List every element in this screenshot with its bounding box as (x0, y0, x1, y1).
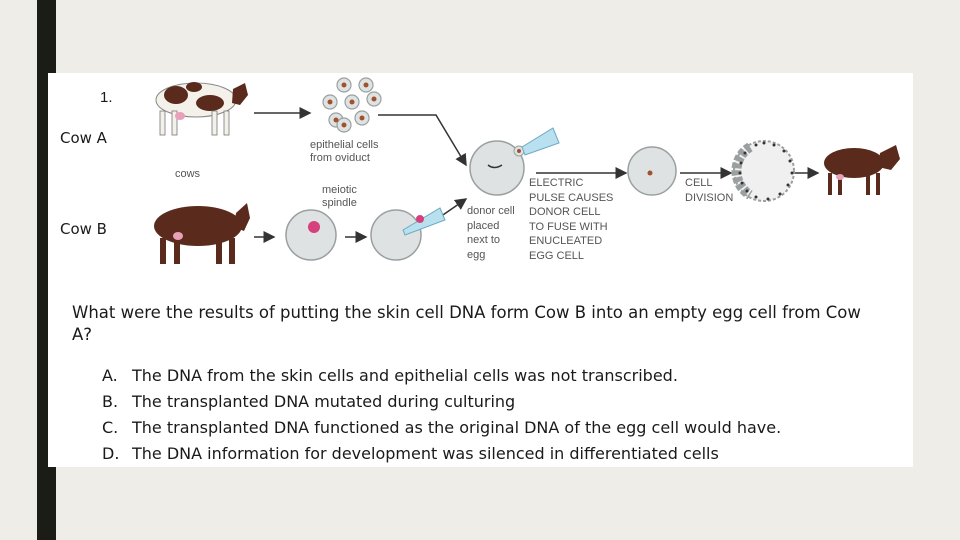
blastocyst-icon (731, 140, 795, 202)
answer-text: The transplanted DNA mutated during cult… (132, 392, 516, 411)
answer-text: The transplanted DNA functioned as the o… (132, 418, 782, 437)
answer-c[interactable]: C. The transplanted DNA functioned as th… (102, 417, 862, 443)
question-number: 1. (100, 89, 113, 106)
egg-cell-with-spindle-icon (285, 209, 337, 261)
epithelial-cells-icon (322, 77, 382, 133)
cows-label: cows (175, 168, 201, 180)
answer-letter: B. (102, 392, 119, 411)
answer-list: A. The DNA from the skin cells and epith… (102, 365, 862, 469)
answer-letter: D. (102, 444, 120, 463)
answer-text: The DNA from the skin cells and epitheli… (132, 366, 678, 385)
cow-b-label: Cow B (60, 220, 107, 238)
cow-a-icon (155, 82, 248, 136)
cow-a-label: Cow A (60, 129, 107, 147)
fused-egg-icon (627, 146, 677, 196)
cloning-diagram (154, 77, 900, 264)
answer-b[interactable]: B. The transplanted DNA mutated during c… (102, 391, 862, 417)
question-text: What were the results of putting the ski… (72, 303, 861, 344)
answer-d[interactable]: D. The DNA information for development w… (102, 443, 862, 469)
donor-fusion-egg-icon (469, 127, 560, 196)
cloned-cow-icon (824, 145, 900, 195)
enucleation-egg-icon (370, 207, 446, 261)
answer-letter: A. (102, 366, 118, 385)
answer-text: The DNA information for development was … (132, 444, 719, 463)
answer-letter: C. (102, 418, 119, 437)
answer-a[interactable]: A. The DNA from the skin cells and epith… (102, 365, 862, 391)
cow-b-icon (154, 203, 250, 264)
